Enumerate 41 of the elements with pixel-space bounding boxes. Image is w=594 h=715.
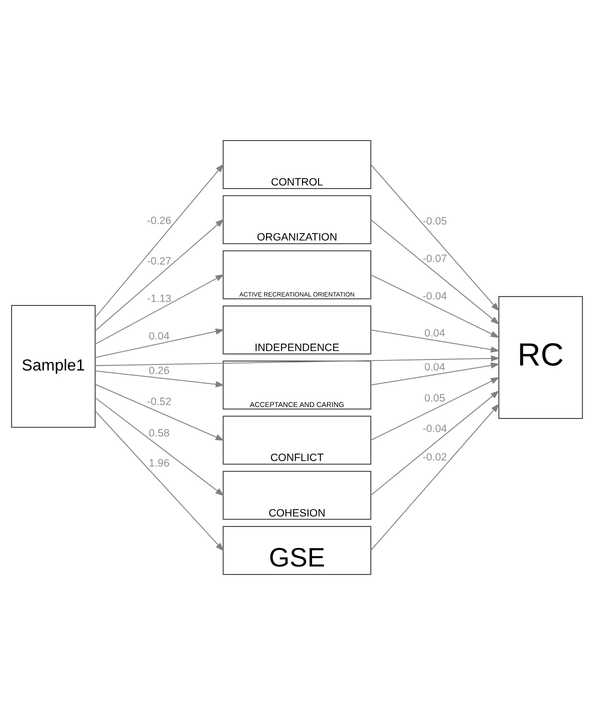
arrow <box>370 377 500 441</box>
node-box: INDEPENDENCE <box>222 305 372 354</box>
arrow <box>370 164 500 312</box>
arrow <box>95 328 225 358</box>
arrow <box>95 384 224 441</box>
edge-label: -0.05 <box>422 216 447 228</box>
arrow <box>94 410 224 552</box>
arrow <box>370 403 500 551</box>
node-box: GSE <box>222 526 372 575</box>
node-box: CONFLICT <box>222 416 372 465</box>
edge-label: -0.52 <box>147 396 172 408</box>
node-box: CONTROL <box>222 140 372 190</box>
node-box: Sample1 <box>11 305 96 428</box>
edge-label: 0.05 <box>424 392 446 405</box>
edge-label: -0.02 <box>422 451 447 464</box>
node-box: RC <box>498 296 583 419</box>
node-box: ORGANIZATION <box>222 195 372 244</box>
arrow <box>370 390 500 496</box>
edge-label: -0.27 <box>147 256 172 268</box>
arrow <box>95 370 225 388</box>
edge-label: -0.07 <box>422 253 447 266</box>
arrow <box>370 274 500 338</box>
edge-label: -1.13 <box>147 293 172 306</box>
arrow <box>95 397 224 496</box>
arrow <box>95 218 224 331</box>
edge-label: 0.04 <box>148 330 170 342</box>
node-box: COHESION <box>222 470 372 520</box>
arrow <box>370 330 500 353</box>
arrow <box>370 362 500 386</box>
edge-label: -0.04 <box>422 422 447 435</box>
edge-label: 0.04 <box>424 361 446 374</box>
arrow <box>370 219 500 325</box>
arrow <box>94 355 500 366</box>
edge-label: 0.04 <box>424 328 446 340</box>
edge-label: -0.04 <box>422 290 447 302</box>
edge-label: -0.26 <box>147 214 172 227</box>
arrow <box>95 274 224 344</box>
edge-label: 0.26 <box>148 365 170 378</box>
edge-label: 0.58 <box>148 427 170 440</box>
edge-label: 1.96 <box>148 458 170 470</box>
arrow <box>94 164 224 318</box>
